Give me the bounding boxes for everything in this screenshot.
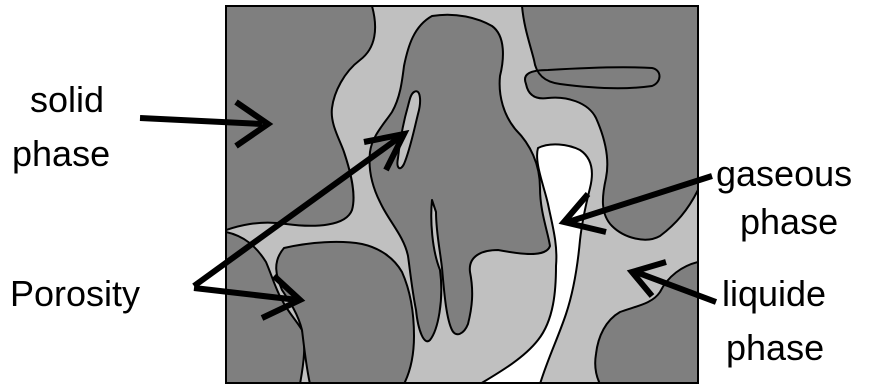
label-gaseous-line1: gaseous (716, 153, 852, 194)
label-liquid-line2: phase (726, 327, 824, 368)
label-porosity: Porosity (10, 273, 140, 314)
label-solid-line2: phase (12, 133, 110, 174)
label-gaseous-line2: phase (740, 201, 838, 242)
arrow-solid (140, 102, 268, 146)
label-solid-line1: solid (30, 79, 104, 120)
label-liquid-line1: liquide (722, 273, 826, 314)
